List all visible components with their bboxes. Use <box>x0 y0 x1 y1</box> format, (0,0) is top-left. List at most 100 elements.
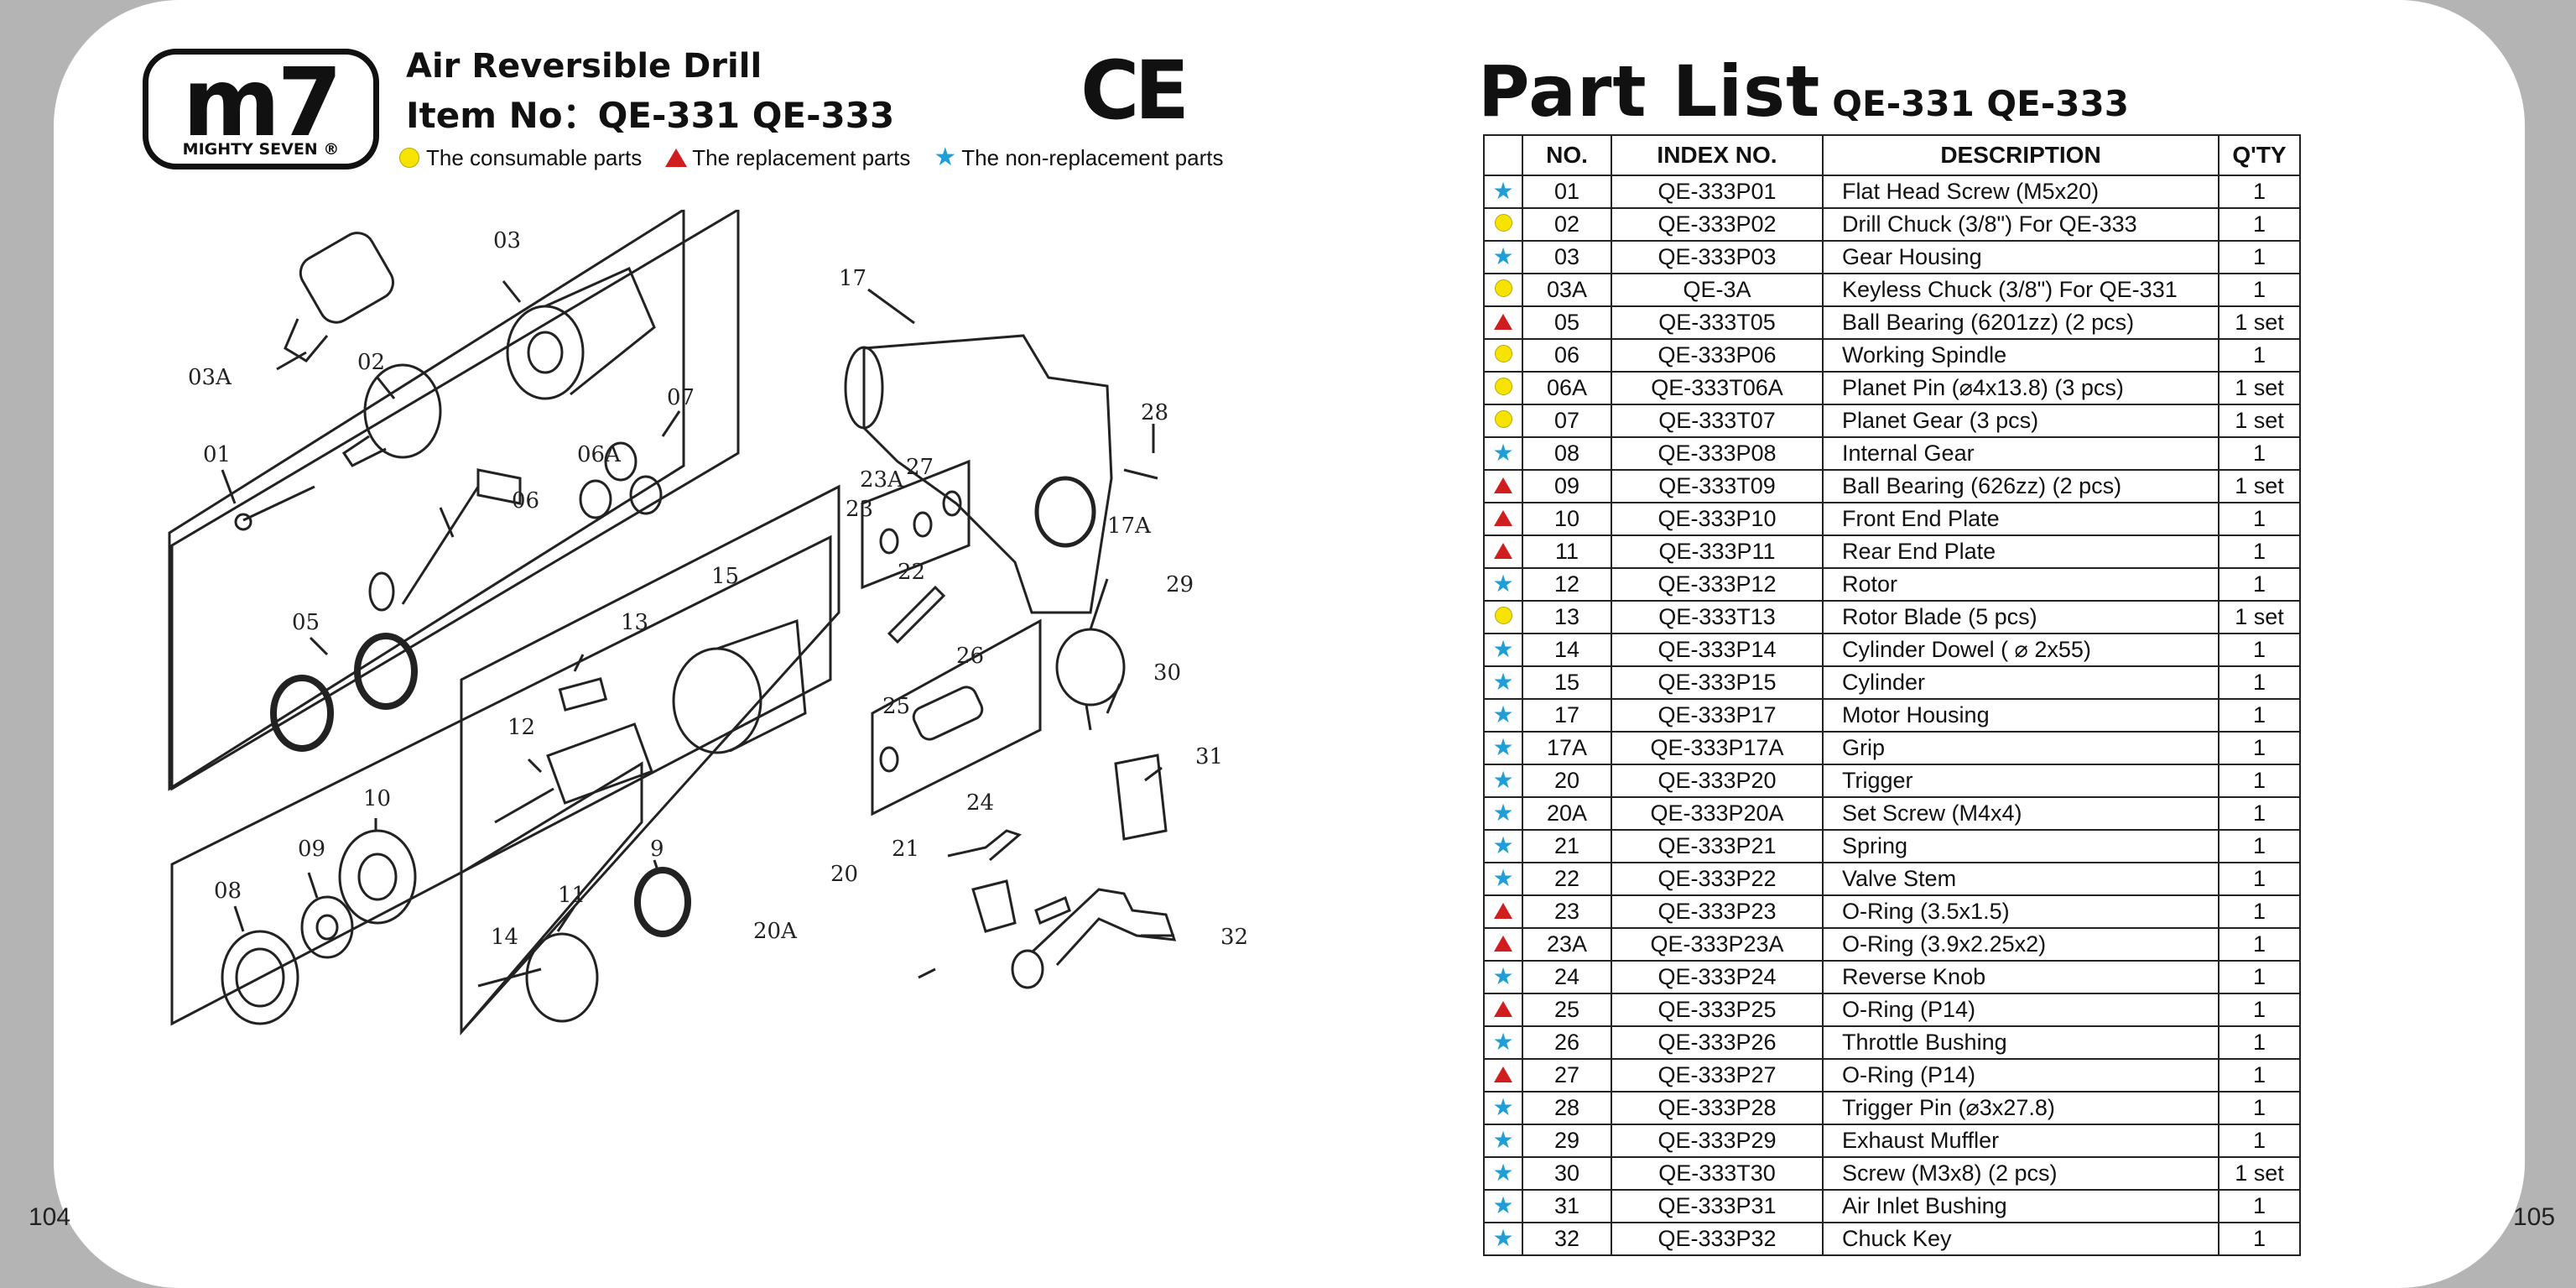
yellow-circle-icon <box>1494 279 1512 297</box>
part-no-cell: 17A <box>1522 731 1612 765</box>
blue-star-icon: ★ <box>1492 800 1514 826</box>
index-no-cell: QE-3A <box>1611 273 1824 307</box>
part-type-marker: ★ <box>1483 862 1523 896</box>
blue-star-icon: ★ <box>1492 963 1514 989</box>
panel-lower <box>460 761 643 1036</box>
qty-cell: 1 <box>2218 633 2301 667</box>
callout-label: 9 <box>650 837 664 862</box>
description-cell: Working Spindle <box>1822 338 2220 373</box>
part-no-cell: 14 <box>1522 633 1612 667</box>
callout-label: 14 <box>491 925 518 950</box>
index-no-cell: QE-333P28 <box>1611 1091 1824 1125</box>
legend-non-replacement: ★ The non-replacement parts <box>934 145 1223 171</box>
callout-label: 21 <box>892 837 919 862</box>
yellow-circle-icon <box>1494 214 1512 232</box>
part-type-marker: ★ <box>1483 1025 1523 1060</box>
index-no-cell: QE-333P20A <box>1611 796 1824 831</box>
legend-non-replacement-label: The non-replacement parts <box>961 144 1224 170</box>
index-no-cell: QE-333P17 <box>1611 698 1824 733</box>
description-cell: Throttle Bushing <box>1822 1025 2220 1060</box>
index-no-cell: QE-333P08 <box>1611 436 1824 471</box>
part-type-marker: ★ <box>1483 764 1523 798</box>
part-type-marker <box>1483 993 1523 1027</box>
part-no-cell: 03 <box>1522 240 1612 274</box>
description-cell: Spring <box>1822 829 2220 863</box>
index-no-cell: QE-333T05 <box>1611 305 1824 340</box>
part-type-marker <box>1483 469 1523 503</box>
blue-star-icon: ★ <box>1492 571 1514 597</box>
description-cell: Ball Bearing (6201zz) (2 pcs) <box>1822 305 2220 340</box>
callout-label: 06 <box>512 488 539 514</box>
part-type-marker: ★ <box>1483 698 1523 733</box>
part-no-cell: 12 <box>1522 567 1612 602</box>
blue-star-icon: ★ <box>1492 865 1514 891</box>
red-triangle-icon <box>1494 903 1512 919</box>
part-no-cell: 10 <box>1522 502 1612 536</box>
part-type-marker: ★ <box>1483 731 1523 765</box>
index-no-cell: QE-333P27 <box>1611 1058 1824 1092</box>
index-no-cell: QE-333P29 <box>1611 1124 1824 1158</box>
description-cell: Gear Housing <box>1822 240 2220 274</box>
part-no-cell: 20 <box>1522 764 1612 798</box>
part-no-cell: 07 <box>1522 404 1612 438</box>
index-no-cell: QE-333P06 <box>1611 338 1824 373</box>
qty-cell: 1 set <box>2218 305 2301 340</box>
part-type-marker <box>1483 927 1523 962</box>
qty-cell: 1 set <box>2218 469 2301 503</box>
page-number-right: 105 <box>2513 1203 2556 1231</box>
yellow-circle-icon <box>1494 410 1512 428</box>
part-type-marker <box>1483 1058 1523 1092</box>
part-type-marker: ★ <box>1483 1091 1523 1125</box>
part-type-marker: ★ <box>1483 829 1523 863</box>
part-no-cell: 05 <box>1522 305 1612 340</box>
callout-label: 13 <box>621 610 648 635</box>
index-no-cell: QE-333T13 <box>1611 600 1824 634</box>
no-column-header: NO. <box>1522 134 1612 176</box>
callout-label: 30 <box>1153 660 1181 686</box>
description-cell: O-Ring (3.5x1.5) <box>1822 894 2220 929</box>
qty-cell: 1 <box>2218 534 2301 569</box>
blue-star-icon: ★ <box>1492 440 1514 466</box>
description-cell: Screw (M3x8) (2 pcs) <box>1822 1156 2220 1191</box>
part-no-cell: 26 <box>1522 1025 1612 1060</box>
blue-star-icon: ★ <box>1492 1094 1514 1120</box>
index-no-cell: QE-333P25 <box>1611 993 1824 1027</box>
type-column-header <box>1483 134 1523 176</box>
part-type-marker <box>1483 600 1523 634</box>
index-no-cell: QE-333P01 <box>1611 175 1824 209</box>
callout-label: 15 <box>711 564 739 589</box>
index-no-cell: QE-333P23 <box>1611 894 1824 929</box>
callout-label: 07 <box>667 385 695 410</box>
part-list-models: QE-331 QE-333 <box>1832 83 2129 124</box>
qty-cell: 1 <box>2218 698 2301 733</box>
callout-label: 17 <box>839 266 866 291</box>
qty-cell: 1 set <box>2218 371 2301 405</box>
description-cell: Grip <box>1822 731 2220 765</box>
callout-label: 20A <box>753 919 798 944</box>
table-header-row: NO. INDEX NO. DESCRIPTION Q'TY <box>1483 134 2301 176</box>
item-number: Item No：QE-331 QE-333 <box>406 95 895 136</box>
part-no-cell: 24 <box>1522 960 1612 994</box>
part-no-cell: 31 <box>1522 1189 1612 1223</box>
qty-cell: 1 <box>2218 436 2301 471</box>
index-no-cell: QE-333T30 <box>1611 1156 1824 1191</box>
part-no-cell: 27 <box>1522 1058 1612 1092</box>
logo-brand: m7 <box>182 49 343 158</box>
part-list-title: Part List <box>1478 50 1821 133</box>
description-cell: Ball Bearing (626zz) (2 pcs) <box>1822 469 2220 503</box>
part-no-cell: 22 <box>1522 862 1612 896</box>
